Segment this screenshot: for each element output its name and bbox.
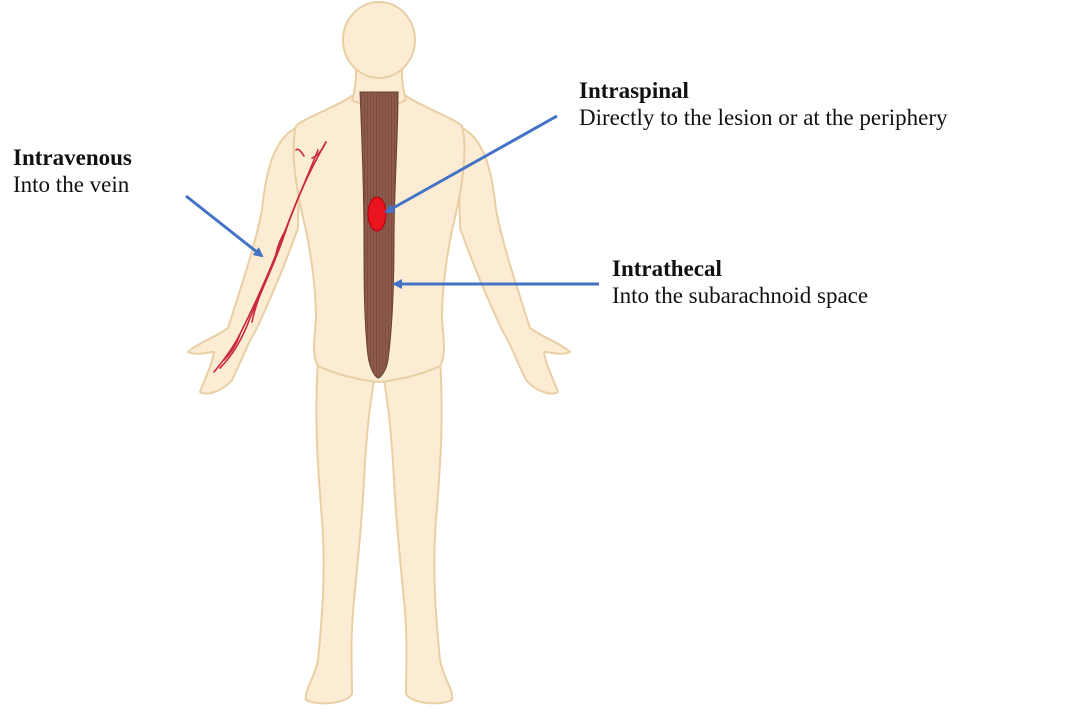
intraspinal-label: Intraspinal Directly to the lesion or at… — [579, 77, 948, 131]
left-arm — [188, 126, 300, 394]
intrathecal-label: Intrathecal Into the subarachnoid space — [612, 255, 868, 309]
left-leg — [306, 360, 376, 703]
head — [343, 2, 415, 78]
intravenous-desc: Into the vein — [13, 171, 132, 198]
right-arm — [458, 126, 570, 394]
lesion-marker — [368, 197, 386, 231]
intravenous-label: Intravenous Into the vein — [13, 144, 132, 198]
intrathecal-title: Intrathecal — [612, 255, 868, 282]
intravenous-arrow — [186, 196, 262, 256]
intraspinal-desc: Directly to the lesion or at the periphe… — [579, 104, 948, 131]
intrathecal-desc: Into the subarachnoid space — [612, 282, 868, 309]
right-leg — [382, 360, 452, 703]
intravenous-title: Intravenous — [13, 144, 132, 171]
intraspinal-title: Intraspinal — [579, 77, 948, 104]
